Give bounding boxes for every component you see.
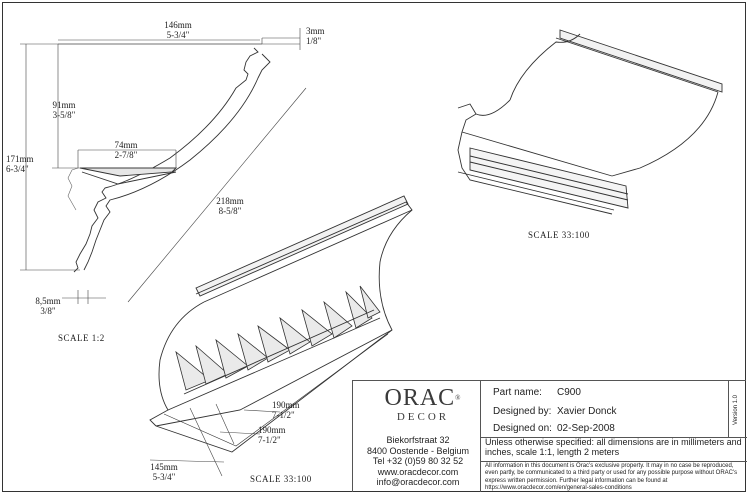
divider-top	[481, 437, 747, 438]
spec-text: Unless otherwise specified: all dimensio…	[485, 437, 742, 457]
dim-diagonal: 218mm 8-5/8"	[208, 196, 252, 216]
legal-text: All information in this document is Orac…	[485, 463, 738, 492]
part-name-label: Part name:	[493, 387, 542, 398]
dim-front-2-mm: 190mm	[258, 425, 286, 435]
profile-section	[67, 47, 271, 273]
dim-width: 146mm 5-3/4"	[150, 20, 206, 40]
dim-lip-mm: 3mm	[306, 26, 325, 36]
dim-diagonal-mm: 218mm	[216, 196, 244, 206]
logo-main-text: ORAC	[384, 385, 456, 411]
dim-width-mm: 146mm	[164, 20, 192, 30]
dim-upper-mm: 91mm	[52, 100, 76, 110]
logo-main: ORAC®	[383, 385, 463, 411]
front-dimension-lines	[149, 403, 281, 477]
address-email: info@oracdecor.com	[376, 477, 460, 487]
dim-front-3: 145mm 5-3/4"	[144, 462, 184, 482]
dim-front-3-mm: 145mm	[150, 462, 178, 472]
logo-registered: ®	[455, 394, 462, 402]
dim-lip: 3mm 1/8"	[306, 26, 346, 46]
dim-height-mm: 171mm	[6, 154, 34, 164]
small-perspective-view	[457, 29, 723, 215]
dim-inner-in: 2-7/8"	[114, 150, 138, 160]
dim-upper: 91mm 3-5/8"	[44, 100, 84, 120]
orac-decor-logo: ORAC® DECOR	[383, 385, 463, 423]
dim-front-2-in: 7-1/2"	[258, 435, 281, 445]
dim-height: 171mm 6-3/4"	[6, 154, 42, 174]
dim-base-mm: 8,5mm	[35, 296, 61, 306]
address-street: Biekorfstraat 32	[386, 435, 450, 445]
version-label: Version 1.0	[733, 394, 739, 425]
dim-base: 8,5mm 3/8"	[28, 296, 68, 316]
dim-front-2: 190mm 7-1/2"	[258, 425, 298, 445]
version-cell: Version 1.0	[728, 381, 747, 437]
dim-base-in: 3/8"	[40, 306, 56, 316]
designer-value: Xavier Donck	[557, 406, 617, 417]
dim-inner: 74mm 2-7/8"	[104, 140, 148, 160]
dim-front-3-in: 5-3/4"	[152, 472, 176, 482]
dim-diagonal-in: 8-5/8"	[218, 206, 242, 216]
dim-width-in: 5-3/4"	[166, 30, 190, 40]
address-phone: Tel +32 (0)59 80 32 52	[372, 456, 464, 466]
date-value: 02-Sep-2008	[557, 423, 615, 434]
scale-profile: SCALE 1:2	[58, 333, 105, 343]
large-perspective-view	[149, 195, 413, 453]
title-block-company: ORAC® DECOR Biekorfstraat 32 8400 Oosten…	[352, 380, 480, 492]
dim-upper-in: 3-5/8"	[52, 110, 76, 120]
address-website: www.oracdecor.com	[377, 466, 459, 477]
dim-front-1: 190mm 7-1/2"	[272, 400, 312, 420]
date-label: Designed on:	[493, 423, 552, 434]
part-name-value: C900	[557, 387, 581, 398]
dim-front-1-mm: 190mm	[272, 400, 300, 410]
scale-small-view: SCALE 33:100	[528, 230, 590, 240]
company-address: Biekorfstraat 32 8400 Oostende - Belgium…	[357, 435, 479, 488]
dim-lip-in: 1/8"	[306, 36, 322, 46]
designer-label: Designed by:	[493, 406, 552, 417]
dim-inner-mm: 74mm	[114, 140, 138, 150]
scale-large-view: SCALE 33:100	[250, 474, 312, 484]
title-block-details: Part name: C900 Designed by: Xavier Donc…	[480, 380, 747, 492]
logo-sub: DECOR	[396, 411, 450, 423]
address-city: 8400 Oostende - Belgium	[366, 445, 470, 456]
dim-height-in: 6-3/4"	[6, 164, 29, 174]
dimension-lines	[20, 28, 307, 304]
divider-bottom	[481, 461, 747, 462]
dim-front-1-in: 7-1/2"	[272, 410, 295, 420]
title-block: ORAC® DECOR Biekorfstraat 32 8400 Oosten…	[352, 380, 747, 492]
